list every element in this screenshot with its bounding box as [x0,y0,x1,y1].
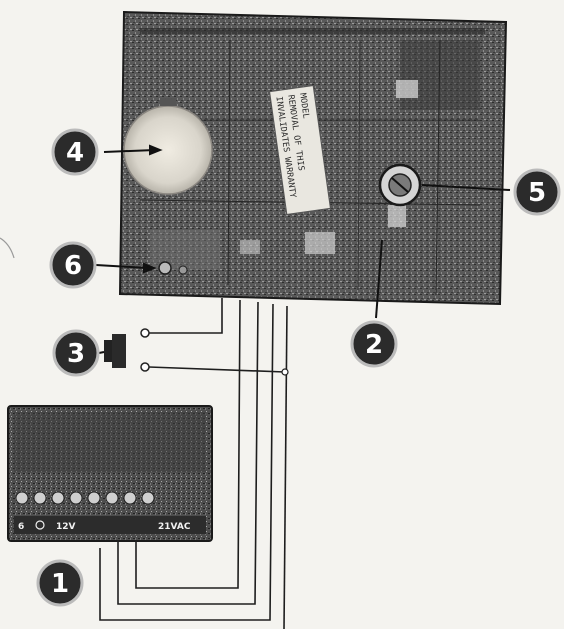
ground-icon [35,520,45,530]
svg-text:1: 1 [51,569,69,599]
callout-4: 4 [51,128,99,176]
scan-artifact [0,237,15,259]
wire-button-a [149,298,223,334]
adjustment-potentiometer [378,163,422,207]
wire-2 [117,301,259,605]
svg-text:2: 2 [365,330,383,360]
callout-2: 2 [350,320,398,368]
keypad-label-12v: 12V [56,522,76,532]
backup-battery [123,98,213,195]
callout-5: 5 [513,168,561,216]
wire-3 [99,303,274,621]
keypad-label-6: 6 [18,522,24,532]
svg-text:4: 4 [66,138,84,168]
keypad-terminals [15,491,155,505]
leader-lines [95,144,511,354]
svg-text:5: 5 [528,178,546,208]
wiring [99,298,289,629]
wire-junction [281,368,289,376]
callout-1: 1 [36,559,84,607]
svg-text:6: 6 [64,251,82,281]
wire-1 [135,299,241,589]
keypad-board: 6 12V 21VAC [7,405,213,542]
push-button [104,328,150,372]
wire-4 [283,305,288,629]
terminal-connector [158,261,188,275]
callout-3: 3 [52,329,100,377]
svg-text:3: 3 [67,339,85,369]
warranty-sticker: MODEL REMOVAL OF THIS INVALIDATES WARRAN… [269,84,331,216]
callout-6: 6 [49,241,97,289]
warranty-line-1: MODEL [297,92,310,119]
keypad-label-21vac: 21VAC [158,522,191,532]
wire-button-b [148,366,286,373]
